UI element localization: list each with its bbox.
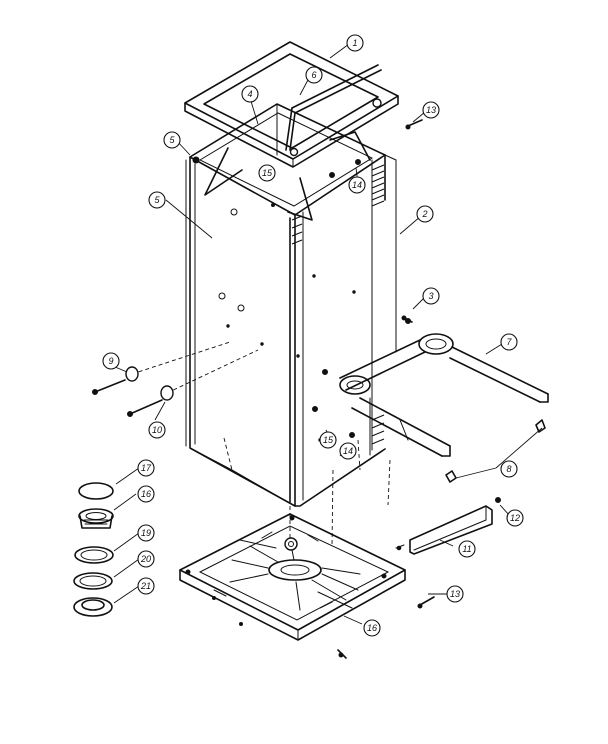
svg-text:17: 17 <box>141 463 152 473</box>
svg-text:5: 5 <box>154 195 160 205</box>
svg-text:9: 9 <box>108 356 113 366</box>
svg-text:11: 11 <box>462 544 471 554</box>
callout-14-bottom: 14 <box>339 442 357 460</box>
callout-16-left: 16 <box>137 485 155 503</box>
svg-text:4: 4 <box>247 89 252 99</box>
top-frame <box>184 41 399 168</box>
base-plate <box>179 513 406 641</box>
svg-text:14: 14 <box>352 180 362 190</box>
svg-text:10: 10 <box>152 425 162 435</box>
callout-15-bottom: 15 <box>319 431 337 449</box>
svg-text:8: 8 <box>506 464 511 474</box>
callouts: 1 2 3 4 5 5 6 7 8 9 10 11 12 13 13 14 14… <box>102 34 524 637</box>
callout-2: 2 <box>416 205 434 223</box>
callout-13-top: 13 <box>422 101 440 119</box>
svg-text:16: 16 <box>141 489 151 499</box>
callout-4: 4 <box>241 85 259 103</box>
svg-text:15: 15 <box>323 435 334 445</box>
callout-20: 20 <box>137 550 155 568</box>
handle-bracket <box>339 333 549 457</box>
svg-text:20: 20 <box>140 554 151 564</box>
callout-12: 12 <box>506 509 524 527</box>
callout-3: 3 <box>422 287 440 305</box>
svg-text:1: 1 <box>352 38 357 48</box>
callout-15-top: 15 <box>258 164 276 182</box>
callout-8: 8 <box>500 460 518 478</box>
svg-text:21: 21 <box>140 581 151 591</box>
clips <box>445 419 546 483</box>
svg-text:12: 12 <box>510 513 520 523</box>
svg-text:3: 3 <box>428 291 433 301</box>
svg-text:2: 2 <box>421 209 427 219</box>
callout-17: 17 <box>137 459 155 477</box>
rod <box>285 64 382 151</box>
callout-9-left: 9 <box>102 352 120 370</box>
callout-19: 19 <box>137 524 155 542</box>
cabinet-body <box>185 103 411 507</box>
callout-7: 7 <box>500 333 518 351</box>
drain-fittings <box>73 482 114 617</box>
svg-text:13: 13 <box>450 589 460 599</box>
svg-text:19: 19 <box>141 528 151 538</box>
fasteners <box>92 119 435 659</box>
svg-text:14: 14 <box>343 446 353 456</box>
svg-text:5: 5 <box>169 135 175 145</box>
alignment-lines <box>131 341 391 546</box>
callout-1: 1 <box>346 34 364 52</box>
callout-14-top: 14 <box>348 176 366 194</box>
svg-text:13: 13 <box>426 105 436 115</box>
leader-lines <box>107 43 511 625</box>
svg-text:6: 6 <box>311 70 316 80</box>
callout-5-top: 5 <box>163 131 181 149</box>
callout-13-bottom: 13 <box>446 585 464 603</box>
callout-11: 11 <box>458 540 476 558</box>
callout-10: 10 <box>148 421 166 439</box>
callout-16-right: 16 <box>363 619 381 637</box>
svg-text:15: 15 <box>262 168 273 178</box>
callout-6: 6 <box>305 66 323 84</box>
callout-21: 21 <box>137 577 155 595</box>
svg-text:7: 7 <box>506 337 512 347</box>
side-panel <box>395 497 501 555</box>
svg-text:16: 16 <box>367 623 377 633</box>
callout-5-side: 5 <box>148 191 166 209</box>
